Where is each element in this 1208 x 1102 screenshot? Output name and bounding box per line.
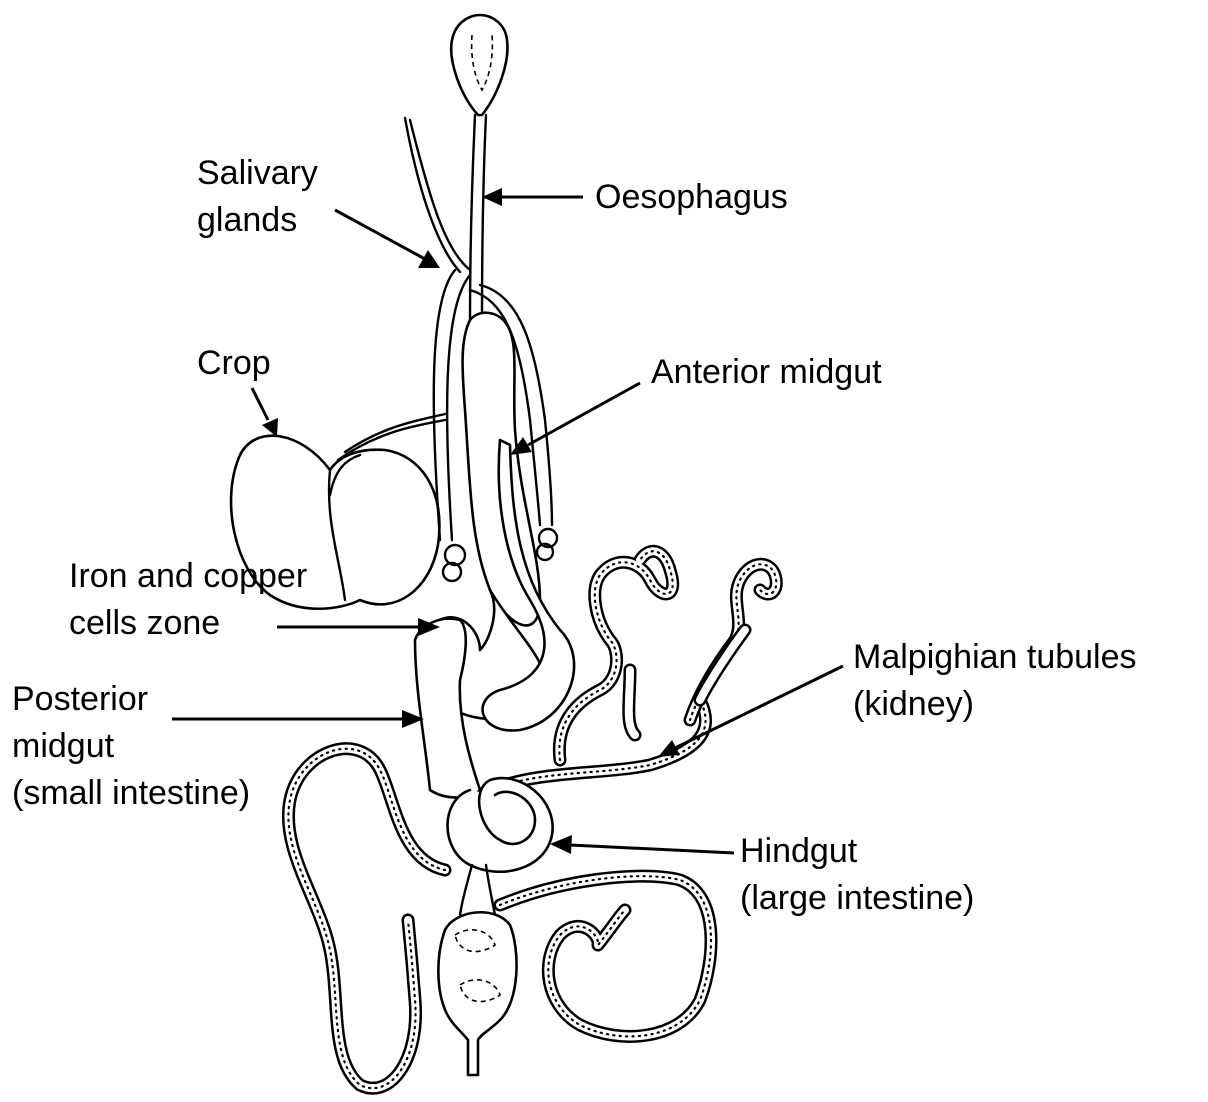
label-iron-copper-line2: cells zone — [69, 600, 307, 647]
label-salivary-glands: Salivary glands — [197, 150, 318, 244]
label-crop-text: Crop — [197, 340, 271, 387]
label-malpighian-line1: Malpighian tubules — [853, 634, 1137, 681]
label-iron-copper-zone: Iron and copper cells zone — [69, 553, 307, 647]
pointer-salivary-glands — [335, 210, 425, 259]
label-hindgut-line2: (large intestine) — [740, 875, 974, 922]
label-anterior-midgut-text: Anterior midgut — [651, 349, 882, 396]
label-iron-copper-line1: Iron and copper — [69, 553, 307, 600]
label-crop: Crop — [197, 340, 271, 387]
label-malpighian-tubules: Malpighian tubules (kidney) — [853, 634, 1137, 728]
label-salivary-glands-line2: glands — [197, 197, 318, 244]
label-posterior-midgut-line3: (small intestine) — [12, 770, 250, 817]
label-hindgut: Hindgut (large intestine) — [740, 828, 974, 922]
label-oesophagus-text: Oesophagus — [595, 174, 788, 221]
label-posterior-midgut-line1: Posterior — [12, 676, 250, 723]
label-malpighian-line2: (kidney) — [853, 681, 1137, 728]
label-posterior-midgut-line2: midgut — [12, 723, 250, 770]
label-oesophagus: Oesophagus — [595, 174, 788, 221]
label-anterior-midgut: Anterior midgut — [651, 349, 882, 396]
pointer-hindgut — [570, 845, 734, 853]
label-salivary-glands-line1: Salivary — [197, 150, 318, 197]
label-posterior-midgut: Posterior midgut (small intestine) — [12, 676, 250, 817]
midgut — [415, 313, 574, 798]
pointer-crop — [252, 388, 268, 420]
hindgut — [438, 778, 552, 1075]
label-hindgut-line1: Hindgut — [740, 828, 974, 875]
oesophagus — [451, 15, 507, 320]
